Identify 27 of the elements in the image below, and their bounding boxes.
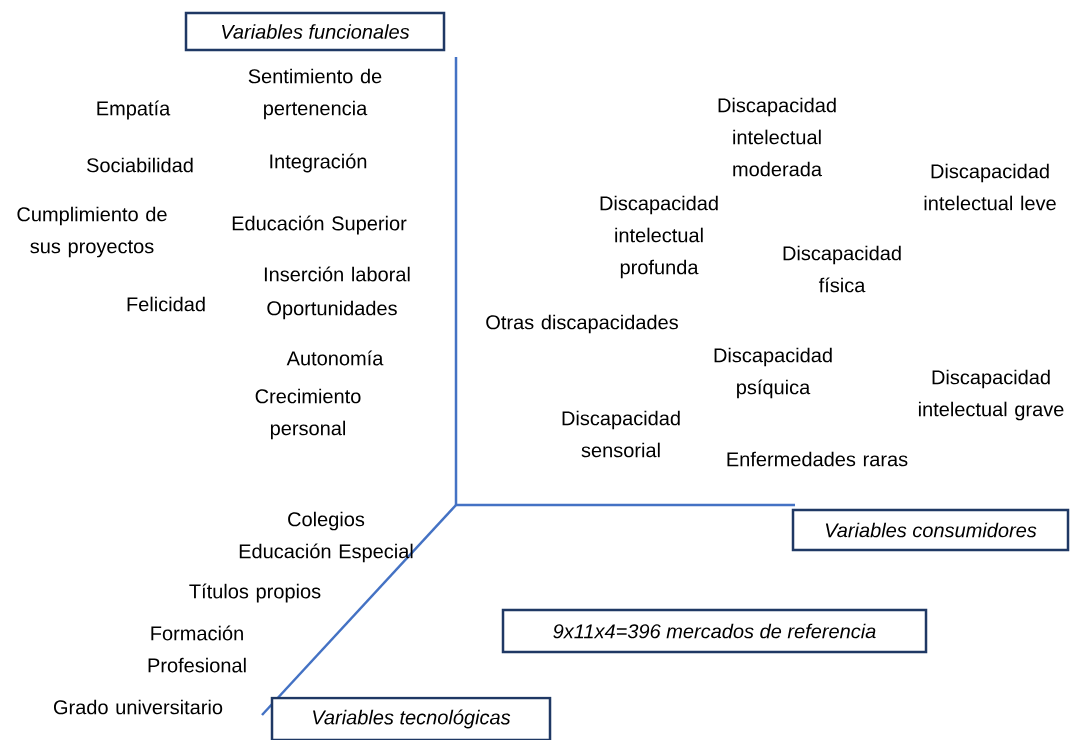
text-label: Discapacidad psíquica bbox=[714, 347, 832, 399]
text-label: Colegios Educación Especial bbox=[239, 511, 413, 563]
text-label: Discapacidad intelectual moderada bbox=[718, 97, 836, 177]
text-label: Discapacidad intelectual leve bbox=[924, 163, 1056, 211]
text-label: Felicidad bbox=[127, 296, 205, 312]
text-label: Grado universitario bbox=[53, 699, 223, 715]
text-label: Otras discapacidades bbox=[486, 314, 678, 334]
text-label: Integración bbox=[270, 153, 367, 173]
text-label: Formación Profesional bbox=[148, 625, 246, 673]
text-label: Discapacidad sensorial bbox=[562, 410, 680, 458]
text-label: Enfermedades raras bbox=[727, 451, 908, 467]
text-label: Oportunidades bbox=[267, 300, 397, 320]
text-label: Títulos propios bbox=[189, 583, 321, 603]
text-label: Sociabilidad bbox=[87, 157, 193, 173]
text-label: Educación Superior bbox=[232, 215, 407, 235]
text-label: Autonomía bbox=[286, 350, 384, 366]
text-label: Cumplimiento de sus proyectos bbox=[17, 206, 167, 258]
text-label: Empatía bbox=[97, 100, 171, 120]
variable-box: Variables tecnológicas bbox=[270, 696, 552, 740]
variable-box: 9x11x4=396 mercados de referencia bbox=[501, 608, 928, 654]
variable-box: Variables funcionales bbox=[184, 11, 446, 52]
text-label: Discapacidad física bbox=[783, 245, 901, 293]
text-label: Discapacidad intelectual profunda bbox=[600, 195, 718, 279]
text-label: Crecimiento personal bbox=[255, 388, 361, 440]
text-label: Discapacidad intelectual grave bbox=[918, 369, 1064, 421]
text-label: Inserción laboral bbox=[264, 266, 410, 282]
variable-box: Variables consumidores bbox=[791, 508, 1070, 552]
